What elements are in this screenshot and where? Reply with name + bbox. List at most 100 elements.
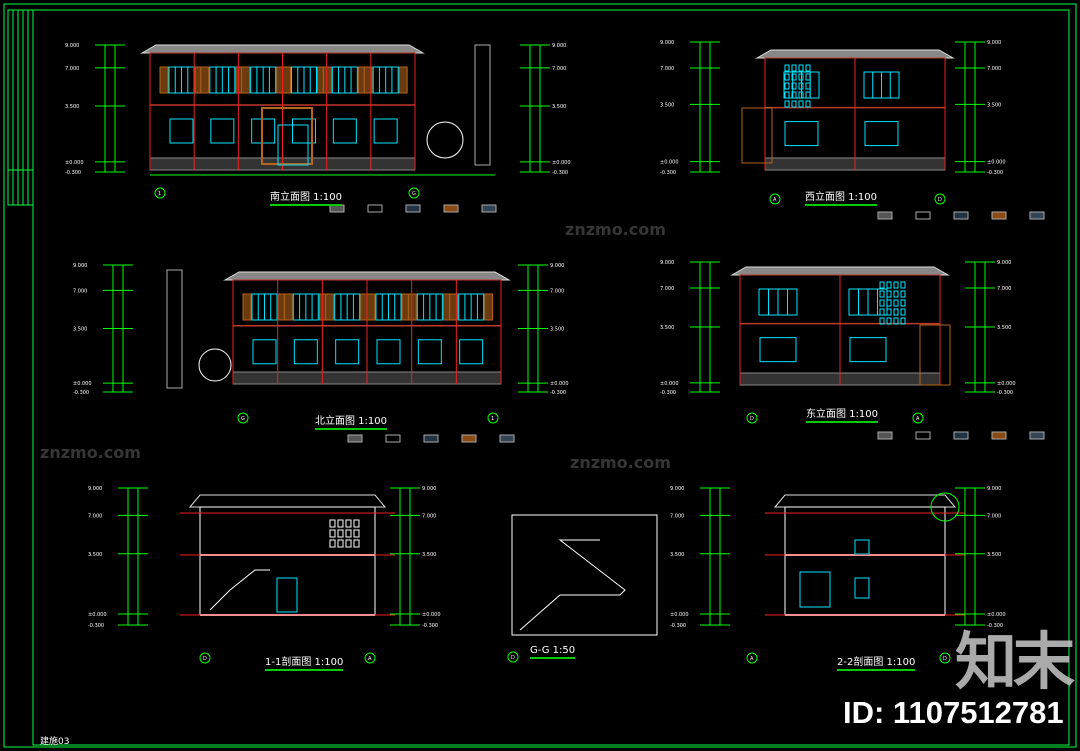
- axis-label: D: [943, 656, 947, 662]
- window: [805, 73, 811, 81]
- legend-swatch: [481, 204, 497, 213]
- legend-swatch: [405, 204, 421, 213]
- window: [893, 299, 899, 307]
- window: [373, 118, 398, 144]
- entrance-porch: [261, 107, 313, 165]
- elevation-label: -0.300: [660, 170, 676, 176]
- elevation-label: 7.000: [422, 513, 436, 519]
- window: [791, 82, 797, 90]
- window: [791, 73, 797, 81]
- roof: [755, 49, 955, 59]
- window: [886, 299, 892, 307]
- outer-frame: [3, 3, 1077, 748]
- axis-bubble: [507, 651, 519, 663]
- window: [886, 317, 892, 325]
- window: [864, 121, 899, 147]
- detail-callout: [930, 492, 960, 522]
- shutter: [242, 293, 252, 321]
- legend-swatch: [991, 211, 1007, 220]
- elevation-label: 7.000: [550, 288, 564, 294]
- window: [353, 529, 360, 538]
- elevation-label: -0.300: [73, 390, 89, 396]
- window: [900, 308, 906, 316]
- elevation-label: 9.000: [422, 486, 436, 492]
- elevation-label: -0.300: [987, 623, 1003, 629]
- window: [798, 64, 804, 72]
- legend-swatch: [443, 204, 459, 213]
- watermark-id: ID: 1107512781: [843, 695, 1064, 730]
- title-section-g-g: G-G 1:50: [530, 645, 576, 659]
- axis-bubble: [199, 652, 211, 664]
- window: [893, 317, 899, 325]
- window: [329, 539, 336, 548]
- elevation-label: ±0.000: [997, 381, 1016, 387]
- window: [900, 317, 906, 325]
- window: [784, 91, 790, 99]
- window: [886, 281, 892, 289]
- watermark-diagonal: znzmo.com: [565, 220, 666, 239]
- window: [893, 281, 899, 289]
- window: [805, 64, 811, 72]
- shutter: [484, 293, 494, 321]
- legend-swatch: [461, 434, 477, 443]
- elevation-label: -0.300: [997, 390, 1013, 396]
- shutter: [283, 293, 293, 321]
- shutter: [398, 66, 408, 94]
- moon-gate: [198, 348, 232, 382]
- legend-swatch: [953, 431, 969, 440]
- shutter: [449, 293, 459, 321]
- elevation-label: 9.000: [73, 263, 87, 269]
- legend-swatch: [1029, 211, 1045, 220]
- elevation-label: ±0.000: [422, 612, 441, 618]
- axis-label: A: [750, 656, 754, 662]
- window: [879, 299, 885, 307]
- elevation-label: ±0.000: [65, 160, 84, 166]
- axis-bubble: [912, 412, 924, 424]
- shutter: [322, 66, 332, 94]
- elevation-label: 3.500: [987, 102, 1001, 108]
- axis-bubble: [769, 193, 781, 205]
- window: [784, 73, 790, 81]
- window: [854, 539, 870, 555]
- elevation-label: 9.000: [65, 43, 79, 49]
- window: [417, 339, 442, 365]
- elevation-label: ±0.000: [552, 160, 571, 166]
- axis-label: D: [203, 656, 207, 662]
- elevation-label: 3.500: [660, 325, 674, 331]
- window: [169, 118, 194, 144]
- elevation-label: 9.000: [552, 43, 566, 49]
- elevation-label: ±0.000: [987, 612, 1006, 618]
- elevation-label: 7.000: [73, 288, 87, 294]
- window: [784, 64, 790, 72]
- title-section-2-2: 2-2剖面图 1:100: [837, 653, 916, 671]
- title-south-elevation: 南立面图 1:100: [270, 188, 342, 206]
- roof: [140, 44, 425, 54]
- window: [759, 337, 797, 363]
- window: [893, 308, 899, 316]
- elevation-label: -0.300: [422, 623, 438, 629]
- axis-label: 1: [158, 191, 161, 197]
- elevation-label: -0.300: [660, 390, 676, 396]
- sheet-number: 建施03: [40, 737, 70, 747]
- window: [784, 100, 790, 108]
- watermark-diagonal: znzmo.com: [570, 453, 671, 472]
- inner-frame: [32, 9, 1070, 746]
- elevation-label: 3.500: [552, 104, 566, 110]
- elevation-label: -0.300: [550, 390, 566, 396]
- elevation-label: 9.000: [987, 40, 1001, 46]
- window: [900, 290, 906, 298]
- window: [798, 82, 804, 90]
- window: [900, 299, 906, 307]
- elevation-label: 3.500: [65, 104, 79, 110]
- watermark-logo: 知末: [955, 628, 1075, 697]
- legend-swatch: [423, 434, 439, 443]
- elevation-label: 9.000: [670, 486, 684, 492]
- window: [459, 339, 484, 365]
- window: [854, 577, 870, 599]
- elevation-label: 9.000: [550, 263, 564, 269]
- elevation-label: 9.000: [997, 260, 1011, 266]
- window: [886, 308, 892, 316]
- legend-swatch: [877, 431, 893, 440]
- window: [353, 539, 360, 548]
